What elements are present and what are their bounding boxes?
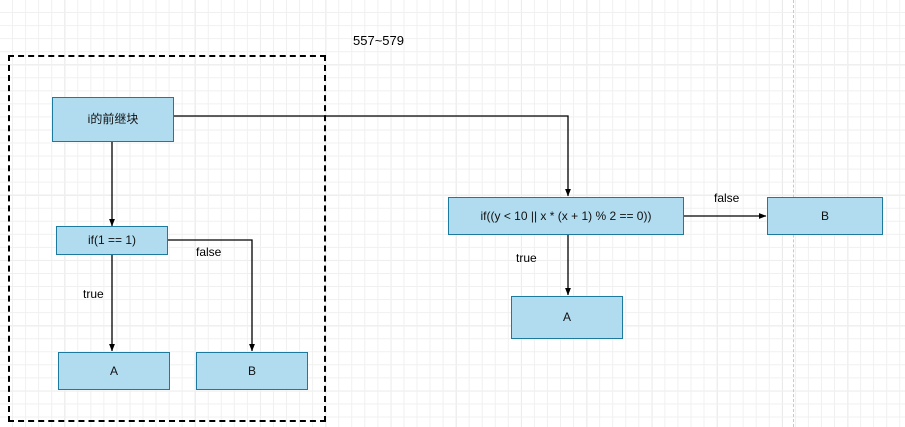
node-b-right[interactable]: B [767, 197, 883, 235]
diagram-title: 557~579 [353, 33, 404, 48]
node-if-left[interactable]: if(1 == 1) [56, 226, 168, 255]
node-if-right[interactable]: if((y < 10 || x * (x + 1) % 2 == 0)) [448, 197, 684, 235]
node-b-left[interactable]: B [196, 352, 308, 390]
node-a-right[interactable]: A [511, 296, 623, 339]
edge-label-right-true: true [516, 251, 537, 265]
node-label: B [820, 208, 829, 223]
node-label: A [109, 363, 118, 378]
node-label: i的前继块 [87, 112, 139, 127]
node-label: B [247, 363, 256, 378]
selection-region[interactable] [8, 55, 326, 422]
node-label: if((y < 10 || x * (x + 1) % 2 == 0)) [480, 208, 652, 223]
node-predecessor-block[interactable]: i的前继块 [52, 97, 174, 142]
edge-label-left-true: true [83, 287, 104, 301]
node-label: A [562, 310, 571, 325]
edge-label-right-false: false [714, 191, 740, 205]
node-label: if(1 == 1) [87, 233, 137, 248]
edge-label-left-false: false [196, 245, 222, 259]
node-a-left[interactable]: A [58, 352, 170, 390]
